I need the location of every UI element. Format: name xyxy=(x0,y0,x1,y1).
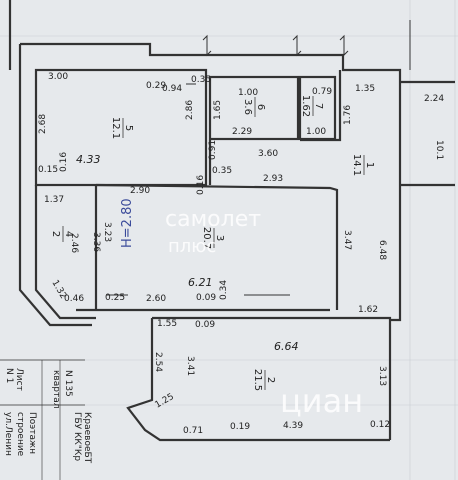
svg-text:N 135: N 135 xyxy=(63,370,73,397)
svg-text:1: 1 xyxy=(364,162,375,168)
dim-label: 4.33 xyxy=(76,153,101,166)
dim-label: 1.37 xyxy=(44,195,64,205)
svg-text:4: 4 xyxy=(63,231,74,237)
dim-label: 1.55 xyxy=(157,319,177,329)
svg-text:21.5: 21.5 xyxy=(252,369,263,391)
watermark-plus: плюс xyxy=(168,236,216,257)
dim-label: 0.94 xyxy=(162,84,182,94)
dim-label: 3.00 xyxy=(48,72,68,82)
dim-label: 1.00 xyxy=(306,127,326,137)
window-markers xyxy=(106,20,411,296)
svg-text:N 1: N 1 xyxy=(4,368,14,383)
svg-text:2: 2 xyxy=(50,231,61,237)
dim-label: 2.93 xyxy=(263,174,283,184)
dim-label: 1.65 xyxy=(213,100,223,120)
room-label-2: 2 21.5 xyxy=(252,369,276,391)
dim-label: 0.12 xyxy=(370,420,390,430)
room-label-6: 6 3.6 xyxy=(242,97,266,117)
dim-label: 2.68 xyxy=(38,114,48,134)
svg-text:2: 2 xyxy=(265,377,276,383)
dim-label: 3.60 xyxy=(258,149,278,159)
dim-label: 0.91 xyxy=(208,140,218,160)
dim-label: 0.16 xyxy=(59,152,69,172)
dim-label: 0.35 xyxy=(191,75,211,85)
room-label-5: 5 12.1 xyxy=(110,117,134,139)
dim-label: 6.64 xyxy=(274,340,299,353)
dim-label: 0.25 xyxy=(105,293,125,303)
dim-label: 0.79 xyxy=(312,87,332,97)
watermark-cian: циан xyxy=(280,382,363,420)
dim-label: 2.46 xyxy=(69,233,79,253)
dim-label: 6.48 xyxy=(377,240,387,260)
dim-label: 0.15 xyxy=(38,165,58,175)
dim-label: 2.29 xyxy=(232,127,252,137)
dim-label: 3.47 xyxy=(342,230,352,250)
room-labels: 5 12.1 6 3.6 7 1.62 1 14.1 3 20.7 4 2 xyxy=(50,95,375,391)
svg-text:квартал: квартал xyxy=(51,370,61,408)
room-label-1: 1 14.1 xyxy=(351,154,375,176)
dim-label: 2.24 xyxy=(424,94,444,104)
dim-label: 2.54 xyxy=(153,352,163,372)
room-label-4: 4 2 xyxy=(50,226,74,242)
svg-text:1.62: 1.62 xyxy=(300,95,311,117)
dim-label: 0.35 xyxy=(212,166,232,176)
svg-text:ул.Ленин: ул.Ленин xyxy=(3,412,13,456)
dimension-labels: 3.00 0.29 0.94 0.35 1.00 0.79 1.35 2.24 … xyxy=(38,72,444,436)
dim-label: 3.13 xyxy=(377,366,387,386)
dim-label: 0.19 xyxy=(230,422,250,432)
dim-label: 3.36 xyxy=(91,232,101,252)
svg-text:6: 6 xyxy=(255,104,266,110)
room-label-3: 3 20.7 xyxy=(201,227,225,249)
svg-text:12.1: 12.1 xyxy=(110,117,121,139)
dim-label: 1.35 xyxy=(355,84,375,94)
dim-label: 0.29 xyxy=(146,81,166,91)
dim-label: 3.23 xyxy=(102,222,112,242)
svg-text:7: 7 xyxy=(313,103,324,109)
dim-label: 0.16 xyxy=(196,175,206,195)
dim-label: 1.62 xyxy=(358,305,378,315)
dim-label: 10.1 xyxy=(434,140,444,160)
dim-label: 1.00 xyxy=(238,88,258,98)
svg-text:строение: строение xyxy=(15,412,25,457)
dim-label: 1.76 xyxy=(343,105,353,125)
svg-text:Поэтажн: Поэтажн xyxy=(27,412,37,454)
ceiling-height: H=2.80 xyxy=(120,198,135,248)
dim-label: 3.41 xyxy=(185,356,195,376)
dim-label: 2.60 xyxy=(146,294,166,304)
svg-text:3.6: 3.6 xyxy=(242,99,253,115)
dim-label: 4.39 xyxy=(283,421,303,431)
svg-text:5: 5 xyxy=(123,125,134,131)
stamp-block: квартал N 135 ГБУ КК"Кр КраевоеБТ Лист N… xyxy=(0,359,92,480)
dim-label: 0.09 xyxy=(195,320,215,330)
svg-text:ГБУ КК"Кр: ГБУ КК"Кр xyxy=(72,412,82,461)
dim-label: 0.46 xyxy=(64,294,84,304)
svg-text:3: 3 xyxy=(214,235,225,241)
dim-label: 6.21 xyxy=(188,276,213,289)
svg-text:КраевоеБТ: КраевоеБТ xyxy=(82,412,92,464)
dim-label: 0.34 xyxy=(219,280,229,300)
svg-text:14.1: 14.1 xyxy=(351,154,362,176)
dim-label: 0.71 xyxy=(183,426,203,436)
svg-text:Лист: Лист xyxy=(14,368,24,391)
svg-text:20.7: 20.7 xyxy=(201,227,212,249)
walls xyxy=(8,0,455,442)
dim-label: 0.09 xyxy=(196,293,216,303)
dim-label: 2.90 xyxy=(130,186,150,196)
room-label-7: 7 1.62 xyxy=(300,95,324,117)
watermark-samolet: самолет xyxy=(165,207,261,232)
dim-label: 2.86 xyxy=(185,100,195,120)
